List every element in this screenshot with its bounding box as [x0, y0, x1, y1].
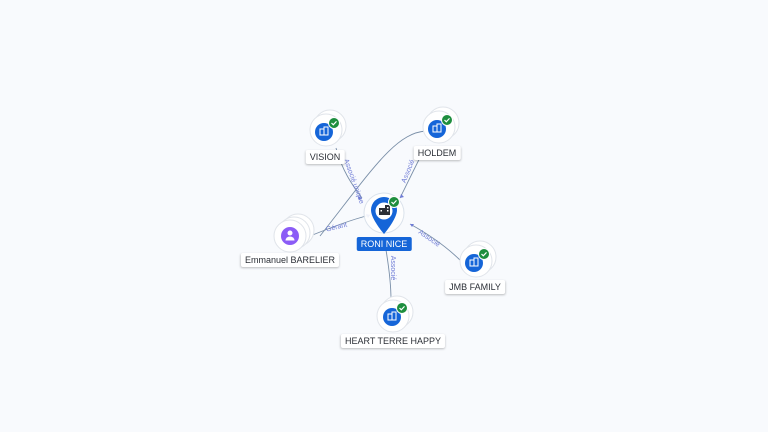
- building-icon: [387, 311, 397, 321]
- node-label-heart[interactable]: HEART TERRE HAPPY: [340, 334, 446, 348]
- edge-label-vision: Associé unique: [342, 158, 365, 205]
- verified-check-icon: [388, 196, 400, 208]
- verified-check-icon: [478, 248, 490, 260]
- node-jmb[interactable]: [459, 240, 497, 278]
- node-label-holdem[interactable]: HOLDEM: [413, 146, 461, 160]
- verified-check-icon: [396, 302, 408, 314]
- verified-check-icon: [328, 117, 340, 129]
- node-vision[interactable]: [309, 109, 347, 147]
- building-icon: [379, 205, 390, 215]
- edge-label-jmb: Associé: [417, 229, 441, 249]
- edge-heart: [385, 249, 392, 301]
- center-node[interactable]: [363, 192, 405, 234]
- node-emmanuel[interactable]: [273, 213, 315, 253]
- edge-label-emmanuel: Gérant: [325, 222, 348, 234]
- edge-label-holdem: Associé: [401, 159, 417, 184]
- node-holdem[interactable]: [422, 106, 460, 144]
- node-label-jmb[interactable]: JMB FAMILY: [445, 280, 505, 294]
- building-icon: [319, 126, 329, 136]
- arrow-icon: [400, 194, 404, 198]
- arrow-icon: [410, 224, 414, 227]
- center-node-label[interactable]: RONI NICE: [356, 237, 412, 251]
- person-icon: [285, 230, 295, 241]
- node-label-emmanuel[interactable]: Emmanuel BARELIER: [240, 253, 340, 267]
- edge-label-heart: Associé: [389, 256, 396, 281]
- edge-jmb: [409, 223, 463, 263]
- node-heart[interactable]: [376, 295, 414, 333]
- arrow-icon: [358, 196, 362, 200]
- verified-check-icon: [441, 114, 453, 126]
- node-label-vision[interactable]: VISION: [305, 150, 345, 164]
- building-icon: [432, 123, 442, 133]
- edge-holdem-emmanuel: [319, 130, 427, 237]
- building-icon: [469, 257, 479, 267]
